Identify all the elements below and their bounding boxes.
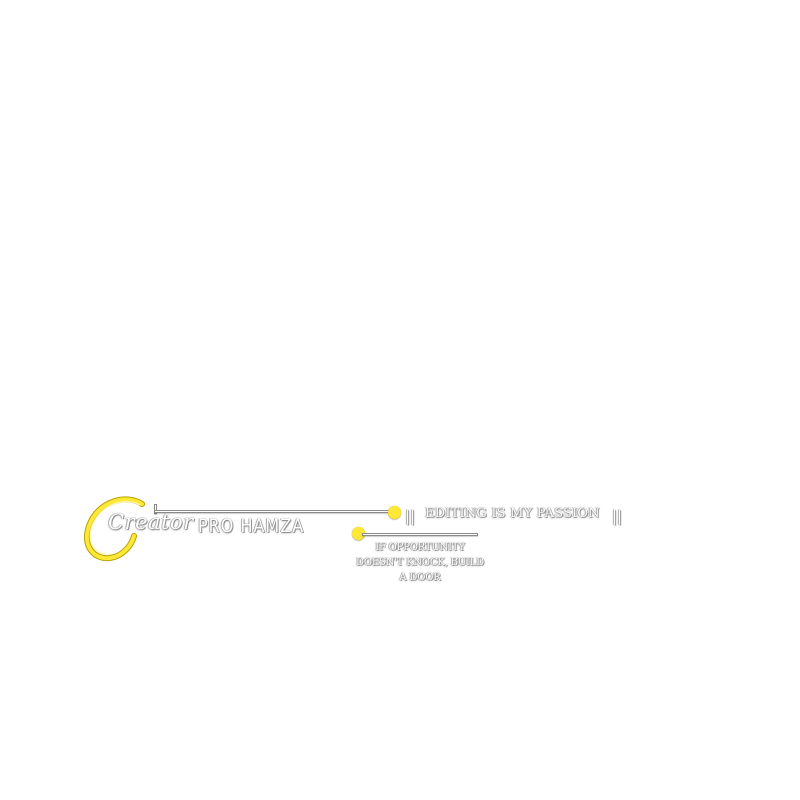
swirl-highlight (89, 501, 141, 555)
top-yellow-dot (388, 506, 401, 519)
quote-line: A DOOR (399, 572, 441, 583)
creator-swirl-logo (84, 496, 145, 562)
quote-line: IF OPPORTUNITY (375, 542, 465, 553)
swirl-fill (85, 497, 144, 561)
bottom-yellow-dot (352, 527, 365, 540)
brand-name: PRO HAMZA (198, 514, 305, 537)
top-rule (154, 510, 392, 513)
creator-script-text: Creator (108, 510, 194, 534)
tagline-text: EDITING IS MY PASSION (425, 506, 600, 521)
quote-text: IF OPPORTUNITY DOESN'T KNOCK, BUILD A DO… (350, 540, 490, 585)
bottom-rule (362, 533, 478, 536)
right-separator: || (612, 507, 623, 525)
quote-line: DOESN'T KNOCK, BUILD (356, 557, 484, 568)
left-separator: || (405, 507, 416, 525)
top-rule-post (154, 504, 157, 514)
